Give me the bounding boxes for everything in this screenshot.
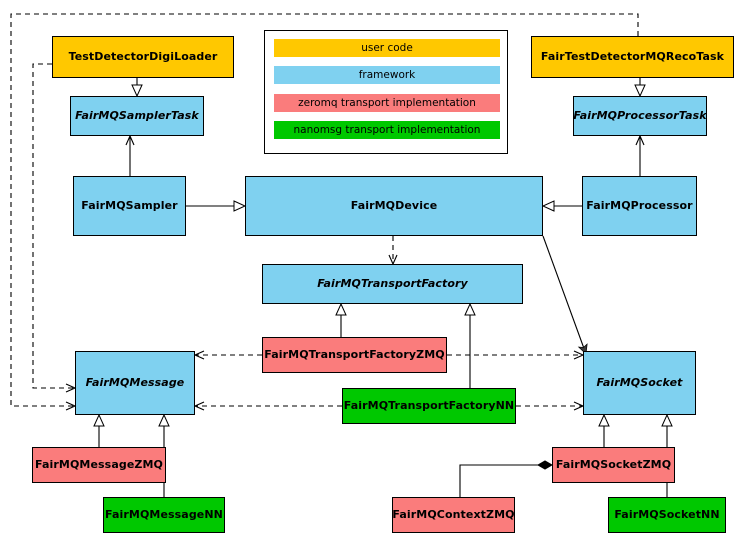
class-box-fair-mq-processor[interactable]: FairMQProcessor [582, 176, 697, 236]
class-label: FairMQSampler [81, 198, 178, 212]
class-label: FairMQTransportFactory [317, 276, 468, 290]
edge-contextzmq-socketzmq [459, 460, 554, 497]
class-box-test-detector-digi-loader[interactable]: TestDetectorDigiLoader [52, 36, 234, 78]
legend-item-framework: framework [274, 66, 500, 84]
legend-item-user-code: user code [274, 39, 500, 57]
class-label: FairMQProcessorTask [573, 108, 707, 122]
legend-label: nanomsg transport implementation [293, 124, 481, 136]
class-box-fair-mq-device[interactable]: FairMQDevice [245, 176, 543, 236]
legend-item-nanomsg: nanomsg transport implementation [274, 121, 500, 139]
class-label: FairMQMessage [85, 375, 185, 389]
class-box-fair-mq-context-zmq[interactable]: FairMQContextZMQ [392, 497, 515, 533]
class-label: FairMQSamplerTask [75, 108, 199, 122]
class-label: FairMQMessageZMQ [35, 457, 163, 471]
class-box-fair-mq-sampler-task[interactable]: FairMQSamplerTask [70, 96, 204, 136]
class-label: FairMQSocketZMQ [555, 457, 672, 471]
edge-device-socket [542, 235, 586, 354]
legend-label: user code [361, 42, 413, 54]
class-label: FairMQContextZMQ [392, 507, 515, 521]
class-label: FairTestDetectorMQRecoTask [540, 49, 725, 63]
class-label: FairMQMessageNN [105, 507, 223, 521]
edge-digiloader-message [32, 63, 77, 393]
class-box-fair-mq-transport-factory-nn[interactable]: FairMQTransportFactoryNN [342, 388, 516, 424]
class-label: TestDetectorDigiLoader [68, 49, 218, 63]
legend-panel: user code framework zeromq transport imp… [264, 30, 508, 154]
class-box-fair-mq-processor-task[interactable]: FairMQProcessorTask [573, 96, 707, 136]
class-box-fair-mq-sampler[interactable]: FairMQSampler [73, 176, 186, 236]
class-label: FairMQSocketNN [614, 507, 720, 521]
class-box-fair-mq-message-nn[interactable]: FairMQMessageNN [103, 497, 225, 533]
class-label: FairMQTransportFactoryZMQ [264, 347, 445, 361]
class-box-fair-mq-transport-factory-zmq[interactable]: FairMQTransportFactoryZMQ [262, 337, 447, 373]
legend-label: framework [358, 69, 416, 81]
class-label: FairMQDevice [350, 198, 438, 212]
legend-item-zeromq: zeromq transport implementation [274, 94, 500, 112]
legend-label: zeromq transport implementation [298, 97, 476, 109]
class-box-fair-mq-socket-zmq[interactable]: FairMQSocketZMQ [552, 447, 675, 483]
class-box-fair-test-detector-mq-reco-task[interactable]: FairTestDetectorMQRecoTask [531, 36, 734, 78]
class-box-fair-mq-transport-factory[interactable]: FairMQTransportFactory [262, 264, 523, 304]
class-label: FairMQTransportFactoryNN [343, 398, 515, 412]
class-box-fair-mq-message-zmq[interactable]: FairMQMessageZMQ [32, 447, 166, 483]
class-box-fair-mq-socket[interactable]: FairMQSocket [583, 351, 696, 415]
class-box-fair-mq-socket-nn[interactable]: FairMQSocketNN [608, 497, 726, 533]
class-box-fair-mq-message[interactable]: FairMQMessage [75, 351, 195, 415]
class-label: FairMQProcessor [586, 198, 693, 212]
class-label: FairMQSocket [596, 375, 683, 389]
